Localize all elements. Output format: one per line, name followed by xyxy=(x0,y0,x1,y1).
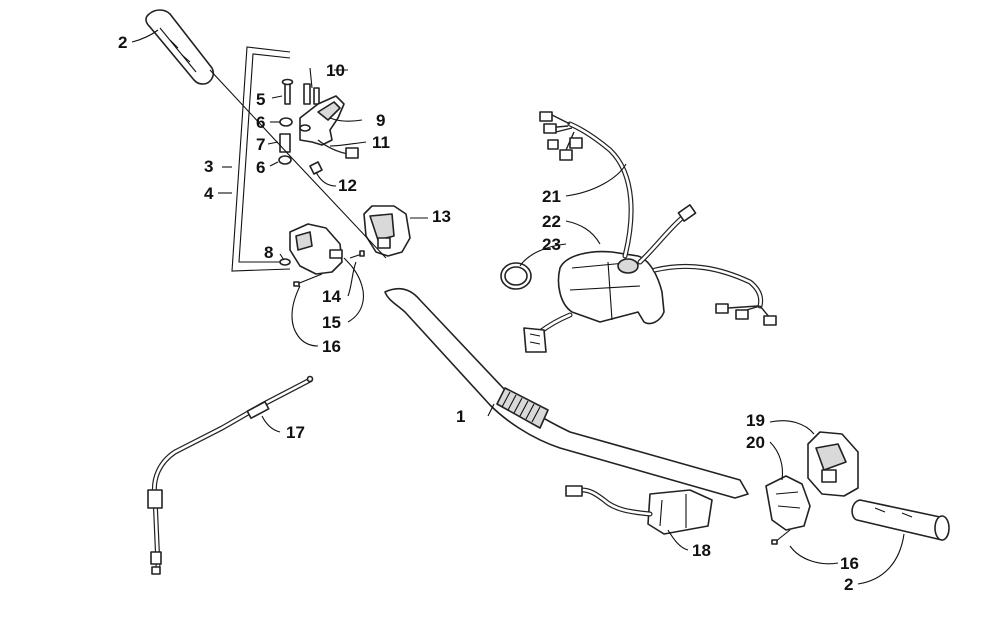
callout-16-left: 16 xyxy=(322,337,341,356)
washer-part-6-lower xyxy=(278,155,292,165)
bracket-parts-3-4 xyxy=(231,46,291,272)
spacer-part-7 xyxy=(279,133,291,153)
callout-labels: 2 10 5 9 6 7 11 3 6 12 4 13 8 14 15 16 2… xyxy=(118,33,859,594)
grip-part-2-right xyxy=(851,499,950,541)
callout-4: 4 xyxy=(204,184,214,203)
callout-3: 3 xyxy=(204,157,213,176)
washer-part-6-upper xyxy=(279,117,293,127)
switch-part-11 xyxy=(317,139,359,159)
pin-part-5 xyxy=(281,78,294,105)
screw-part-16-left xyxy=(293,273,323,287)
callout-11: 11 xyxy=(372,133,390,152)
callout-8: 8 xyxy=(264,243,273,262)
leader-lines xyxy=(131,29,905,585)
callout-9: 9 xyxy=(376,111,385,130)
module-part-22 xyxy=(557,250,665,325)
cover-part-20 xyxy=(765,475,811,531)
housing-part-13 xyxy=(363,205,411,257)
housing-part-15 xyxy=(279,223,343,275)
callout-23: 23 xyxy=(542,235,561,254)
grip-part-2-left xyxy=(145,9,215,85)
callout-7: 7 xyxy=(256,135,265,154)
callout-6-lower: 6 xyxy=(256,158,265,177)
callout-17: 17 xyxy=(286,423,305,442)
callout-21: 21 xyxy=(542,187,561,206)
callout-22: 22 xyxy=(542,212,561,231)
callout-10: 10 xyxy=(326,61,345,80)
callout-12: 12 xyxy=(338,176,357,195)
callout-14: 14 xyxy=(322,287,341,306)
screw-part-16-right xyxy=(771,529,791,545)
callout-6-upper: 6 xyxy=(256,113,265,132)
callout-2-left: 2 xyxy=(118,33,127,52)
callout-13: 13 xyxy=(432,207,451,226)
control-part-19 xyxy=(807,431,859,497)
callout-18: 18 xyxy=(692,541,711,560)
clip-part-18 xyxy=(565,485,713,535)
cable-part-17 xyxy=(147,375,314,575)
harness-part-21 xyxy=(523,111,777,353)
screw-part-14 xyxy=(349,250,365,259)
callout-5: 5 xyxy=(256,90,265,109)
callout-19: 19 xyxy=(746,411,765,430)
callout-16-right: 16 xyxy=(840,554,859,573)
callout-15: 15 xyxy=(322,313,341,332)
bolt-part-10 xyxy=(303,83,320,105)
callout-2-right: 2 xyxy=(844,575,853,594)
callout-20: 20 xyxy=(746,433,765,452)
callout-1: 1 xyxy=(456,407,465,426)
handlebar-part-1 xyxy=(384,287,749,499)
block-part-12 xyxy=(309,161,323,175)
lever-part-9 xyxy=(299,95,345,146)
ring-part-23 xyxy=(500,262,532,290)
